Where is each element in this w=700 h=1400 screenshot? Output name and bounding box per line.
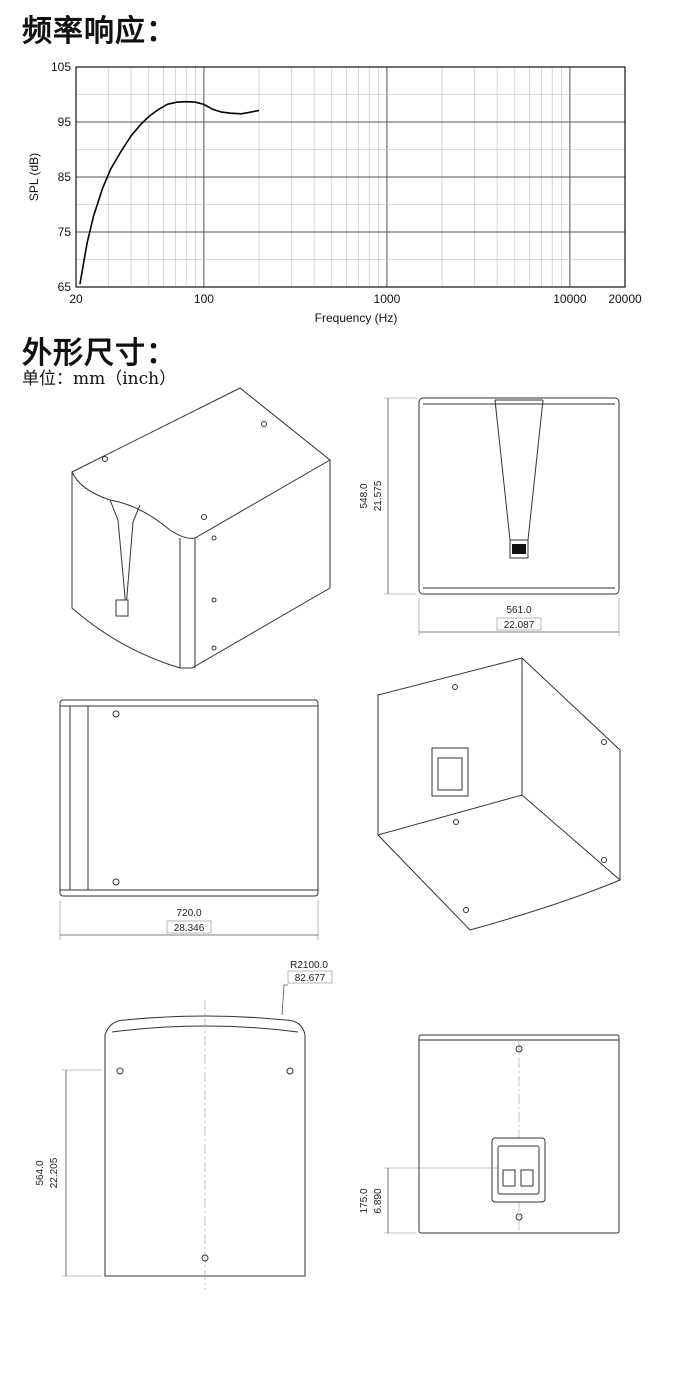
- unit-label: 单位：mm（inch）: [22, 369, 177, 389]
- jbl-logo: [512, 544, 526, 554]
- front-height-mm: 548.0: [359, 483, 370, 508]
- y-tick-label-2: 85: [58, 170, 72, 184]
- top-view: [62, 970, 333, 1290]
- frequency-response-title: 频率响应：: [22, 14, 177, 49]
- rear-panel-height-mm: 175.0: [359, 1188, 370, 1213]
- chart-frame: [75, 66, 626, 288]
- front-width-in: 22.087: [504, 620, 535, 631]
- rear-view: [384, 1034, 620, 1234]
- rear-panel-height-in: 6.890: [373, 1188, 384, 1213]
- x-tick-label-2: 1000: [374, 292, 401, 306]
- front-view: [384, 397, 620, 636]
- chart-ticks: 20 100 1000 10000 20000 105 95 85 75 65: [51, 60, 642, 306]
- top-depth-in: 22.205: [49, 1157, 60, 1188]
- y-axis-label: SPL (dB): [27, 153, 41, 201]
- y-tick-label-0: 105: [51, 60, 71, 74]
- x-axis-label: Frequency (Hz): [315, 311, 398, 325]
- x-tick-label-3: 10000: [553, 292, 587, 306]
- x-tick-label-1: 100: [194, 292, 214, 306]
- side-depth-in: 28.346: [174, 923, 205, 934]
- frequency-response-chart: 20 100 1000 10000 20000 105 95 85 75 65 Frequency…: [27, 60, 642, 325]
- isometric-front-view: [71, 387, 331, 669]
- spl-curve: [79, 100, 260, 285]
- x-tick-label-4: 20000: [608, 292, 642, 306]
- front-width-mm: 561.0: [506, 605, 531, 616]
- x-tick-label-0: 20: [69, 292, 83, 306]
- chart-grid: [76, 67, 625, 287]
- y-tick-label-4: 65: [58, 280, 72, 294]
- y-tick-label-1: 95: [58, 115, 72, 129]
- dimensions-title: 外形尺寸：: [22, 336, 177, 371]
- isometric-rear-view: [377, 657, 621, 931]
- top-radius-in: 82.677: [295, 973, 326, 984]
- side-depth-mm: 720.0: [176, 908, 201, 919]
- y-tick-label-3: 75: [58, 225, 72, 239]
- top-depth-mm: 564.0: [35, 1160, 46, 1185]
- top-radius-mm: R2100.0: [290, 960, 328, 971]
- side-view: [59, 699, 319, 940]
- front-height-in: 21.575: [373, 480, 384, 511]
